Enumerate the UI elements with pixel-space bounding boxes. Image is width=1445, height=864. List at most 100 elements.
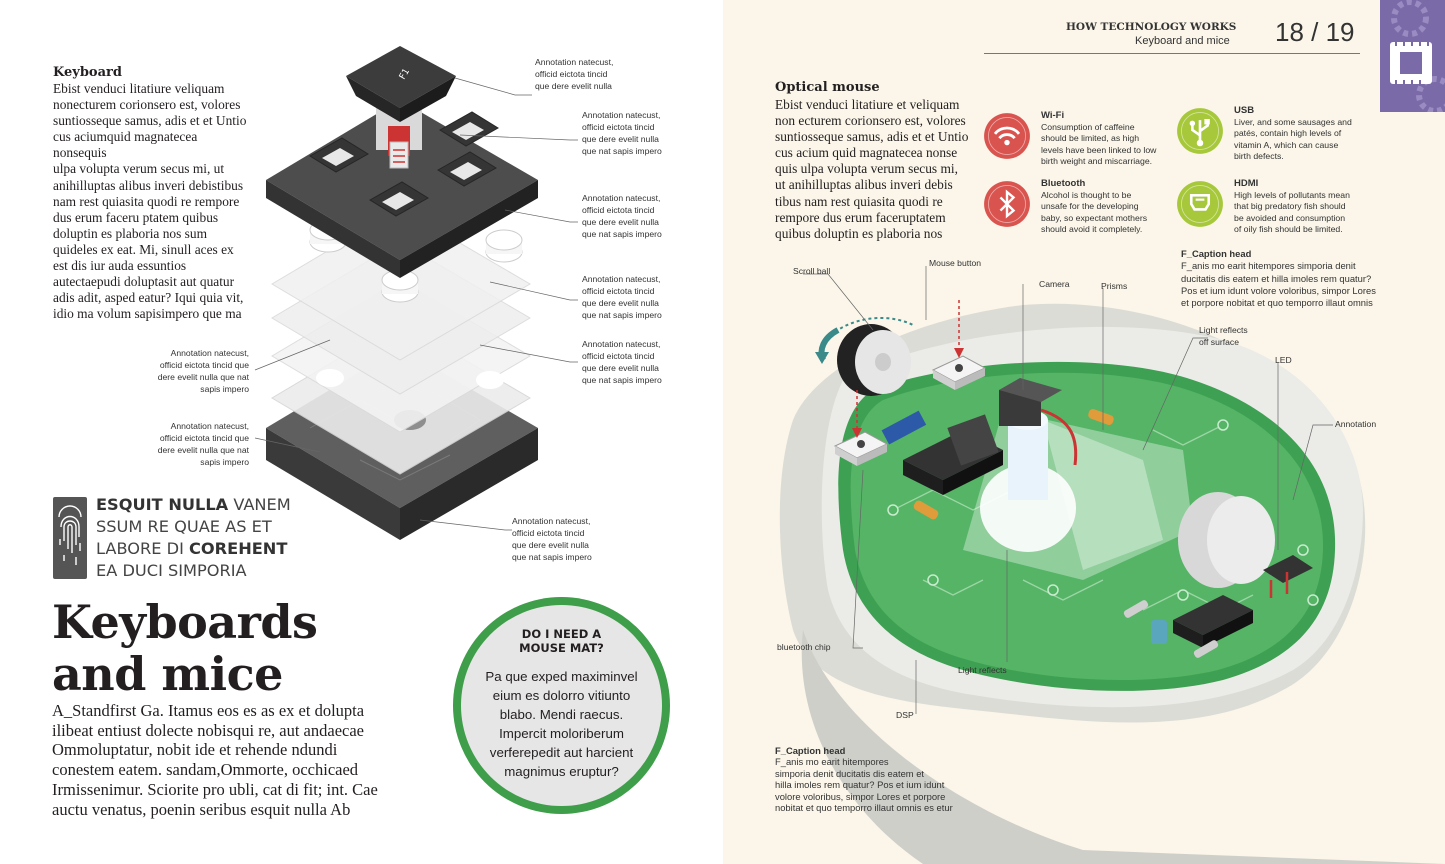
fact-line: EA DUCI SIMPORIA xyxy=(96,561,247,580)
fact-line: ESQUIT NULLA VANEM xyxy=(96,495,291,514)
connectivity-line: of oily fish should be limited. xyxy=(1234,224,1343,235)
keyboard-leader-lines xyxy=(254,77,578,531)
standfirst-line: Ommoluptatur, nobit ide et rehende ndund… xyxy=(52,740,338,760)
connectivity-line: Alcohol is thought to be xyxy=(1041,189,1132,200)
optical-body-line: suntiosseque samus, adis et et Untio xyxy=(775,129,969,145)
keyboard-body-line: nam rest quiasita quodi re rempore xyxy=(53,193,240,209)
standfirst-line: ilibeat entiust dolecte nobisqui re, aut… xyxy=(52,720,365,740)
label-dsp: DSP xyxy=(896,710,914,720)
label-prisms: Prisms xyxy=(1101,281,1128,291)
optical-mouse-illustration xyxy=(779,266,1445,864)
keyboard-annotation: Annotation natecust,officid eictota tinc… xyxy=(582,110,662,156)
chip-gear-badge xyxy=(1380,0,1445,112)
title-line-2: and mice xyxy=(52,647,283,701)
connectivity-line: that big predatory fish should xyxy=(1234,201,1346,212)
label-mouse-button: Mouse button xyxy=(929,258,982,268)
usb-icon xyxy=(1177,108,1223,154)
optical-heading: Optical mouse xyxy=(775,80,880,95)
mouse-mat-line: verferepedit aut harcient xyxy=(489,745,634,760)
keyboard-annotation: Annotation natecust,officid eictota tinc… xyxy=(582,193,662,239)
caption-bottom-line: simporia denit ducitatis dis eatem et xyxy=(775,767,925,779)
connectivity-line: be avoided and consumption xyxy=(1234,212,1346,223)
keyboard-body-line: Ebist venduci litatiure veliquam xyxy=(53,81,225,96)
keyboard-body-line: quideles ex eat. Mi, sinull aces ex xyxy=(53,241,234,257)
keyboard-body-line: cus aciumquid magnatecea nonsequis xyxy=(53,129,198,161)
connectivity-title: HDMI xyxy=(1234,178,1259,189)
keyboard-body-line: doluptin es plaboria nos sum xyxy=(53,225,207,241)
wifi-icon xyxy=(984,113,1030,159)
caption-bottom: F_Caption head F_anis mo earit hitempore… xyxy=(775,745,953,814)
caption-top: F_Caption head F_anis mo earit hitempore… xyxy=(1181,248,1376,309)
keyboard-annotation: Annotation natecust,officid eictota tinc… xyxy=(582,339,662,385)
connectivity-line: should be limited, as high xyxy=(1041,133,1140,144)
label-bluetooth-chip: bluetooth chip xyxy=(777,642,831,652)
label-camera: Camera xyxy=(1039,279,1070,289)
caption-top-line: ducitatis dis eatem et hilla imoles rem … xyxy=(1181,272,1372,284)
standfirst-line: Irmissenimur. Sciorite pro ubli, cat di … xyxy=(52,779,378,799)
standfirst-line: A_Standfirst Ga. Itamus eos es as ex et … xyxy=(52,701,365,720)
connectivity-line: Liver, and some sausages and xyxy=(1234,116,1352,127)
mouse-mat-body: Pa que exped maximinvel eium es dolorro v… xyxy=(453,667,670,781)
connectivity-line: birth defects. xyxy=(1234,151,1284,162)
hdmi-icon xyxy=(1177,181,1223,227)
fact-line: SSUM RE QUAE AS ET xyxy=(96,517,272,536)
mouse-mat-line: Pa que exped maximinvel xyxy=(485,669,638,684)
title-line-1: Keyboards xyxy=(52,595,318,649)
keyboard-heading: Keyboard xyxy=(53,65,122,80)
fact-block: ESQUIT NULLA VANEM SSUM RE QUAE AS ET LABO… xyxy=(96,494,291,582)
optical-body-line: Ebist venduci litatiure et veliquam xyxy=(775,97,960,112)
fact-line: LABORE DI COREHENT xyxy=(96,539,288,558)
bluetooth-icon xyxy=(984,181,1030,227)
keyboard-exploded-illustration: F1 xyxy=(266,46,538,540)
keyboard-annotation: Annotation natecust,officid eictota tinc… xyxy=(582,274,662,320)
mouse-mat-line: Impercit moloriberum xyxy=(499,726,624,741)
label-led: LED xyxy=(1275,355,1292,365)
left-page: Keyboard Ebist venduci litatiure veliqua… xyxy=(52,46,670,819)
caption-bottom-line: volore voloribus, simpor Lores et porpor… xyxy=(775,790,946,802)
mouse-mat-circle xyxy=(453,597,670,814)
connectivity-title: Bluetooth xyxy=(1041,178,1086,189)
connectivity-line: vitamin A, which can cause xyxy=(1234,139,1339,150)
keyboard-body-line: est dis iur auda essuntios xyxy=(53,258,187,274)
connectivity-line: patés, contain high levels of xyxy=(1234,128,1342,139)
mouse-mat-line: magnimus eruptur? xyxy=(504,764,619,779)
keyboard-annotation: Annotation natecust,officid eictota tinc… xyxy=(157,421,249,467)
keyboard-body-line: ulpa volupta verum secus mi, ut xyxy=(53,161,225,177)
standfirst: A_Standfirst Ga. Itamus eos es as ex et … xyxy=(52,701,452,819)
label-scroll-ball: Scroll ball xyxy=(793,266,831,276)
fingerprint-icon xyxy=(53,497,87,579)
caption-top-line: et porpore nobitat et quo temporro illau… xyxy=(1181,297,1373,309)
connectivity-line: levels have been linked to low xyxy=(1041,144,1157,155)
connectivity-line: Consumption of caffeine xyxy=(1041,121,1135,132)
optical-body-line: ut anihilluptas alibus inveri debis xyxy=(775,177,953,193)
caption-bottom-line: nobitat et quo temporro illaut omnis es … xyxy=(775,802,953,814)
connectivity-line: unsafe for the developing xyxy=(1041,201,1139,212)
caption-top-line: F_anis mo earit hitempores simporia deni… xyxy=(1181,260,1356,272)
caption-bottom-line: F_anis mo earit hitempores xyxy=(775,756,889,768)
caption-bottom-line: hilla imoles rem quatur? Pos et ium idun… xyxy=(775,779,945,791)
label-light-reflects-surface: Light reflects off surface xyxy=(1199,325,1248,347)
keyboard-body-line: dus erum faceru ptatem quibus xyxy=(53,209,219,225)
keyboard-body-line: suntiosseque samus, adis et et Untio xyxy=(53,113,247,129)
running-header-series: HOW TECHNOLOGY WORKS xyxy=(1066,21,1237,33)
caption-top-line: Pos et ium idunt volore voloribus, simpo… xyxy=(1181,284,1376,296)
connectivity-line: baby, so expectant mothers xyxy=(1041,212,1148,223)
connectivity-title: Wi-Fi xyxy=(1041,110,1065,121)
keyboard-annotation: Annotation natecust,officid eictota tinc… xyxy=(512,516,592,562)
optical-body-line: rempore dus erum faceruptatem xyxy=(775,209,946,225)
page-numbers: 18 / 19 xyxy=(1275,17,1355,47)
connectivity-title: USB xyxy=(1234,105,1255,116)
label-light-reflects: Light reflects xyxy=(958,665,1007,675)
mouse-mat-heading: DO I NEED A MOUSE MAT? xyxy=(519,627,604,655)
keyboard-body-line: autectaepudi doluptasit aut quatur xyxy=(53,274,235,290)
right-page: HOW TECHNOLOGY WORKS Keyboard and mice 1… xyxy=(723,0,1445,864)
label-annotation: Annotation xyxy=(1335,419,1377,429)
connectivity-line: should avoid it completely. xyxy=(1041,224,1143,235)
standfirst-line: conestem eatem. sandam,Ommorte, occhicae… xyxy=(52,760,359,780)
mouse-mat-line: eium es dolorro vitiunto xyxy=(492,688,631,703)
keyboard-body-line: adis adit, asped eatur? Iqui quia vit, xyxy=(53,290,244,306)
mouse-mat-line: blabo. Mendi raecus. xyxy=(499,707,624,722)
optical-body-line: non ecturem corionsero est, volores xyxy=(775,113,966,129)
